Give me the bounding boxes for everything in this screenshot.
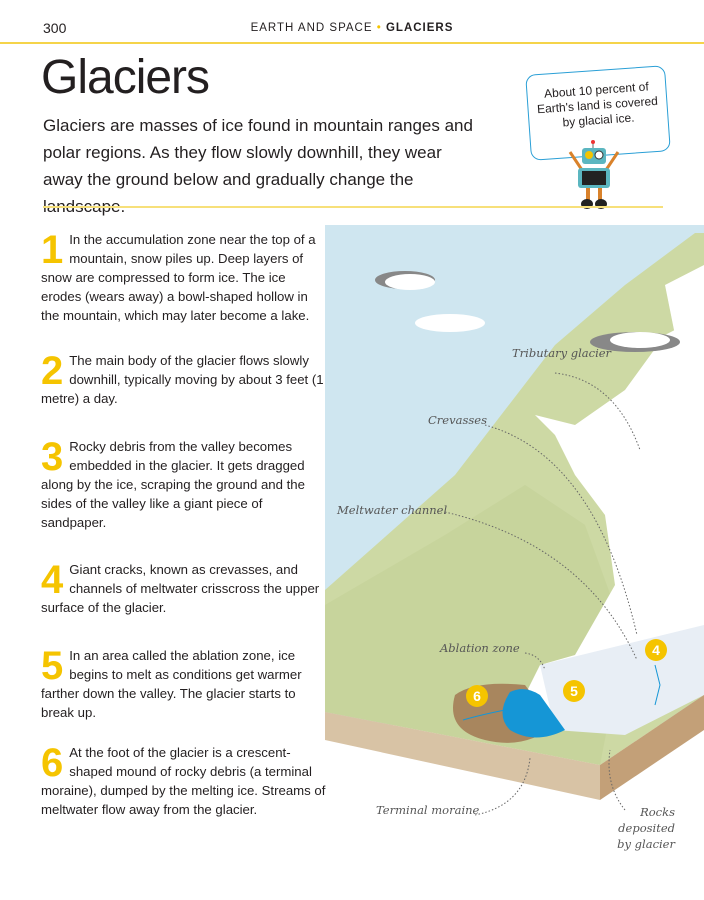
intro-rule <box>43 206 663 208</box>
step-text: Giant cracks, known as crevasses, and ch… <box>41 562 320 615</box>
ground-front-face <box>325 712 600 800</box>
label-rocks-deposited: Rocks deposited by glacier <box>617 805 675 851</box>
step-text: In an area called the ablation zone, ice… <box>41 648 302 720</box>
label-crevasses: Crevasses <box>428 413 487 427</box>
label-tributary-glacier: Tributary glacier <box>512 346 612 360</box>
running-header: EARTH AND SPACE • GLACIERS <box>0 22 704 34</box>
header-rule <box>0 42 704 44</box>
ground-side-face <box>600 695 704 800</box>
label-terminal-moraine: Terminal moraine <box>376 803 480 817</box>
intro-text: Glaciers are masses of ice found in moun… <box>43 116 473 216</box>
step-number: 5 <box>41 644 64 688</box>
topic-name: GLACIERS <box>385 22 454 34</box>
step-number: 1 <box>41 228 64 272</box>
label-meltwater-channel: Meltwater channel <box>337 503 448 517</box>
page-title: Glaciers <box>41 51 210 104</box>
page-number: 300 <box>43 20 67 36</box>
step-text: At the foot of the glacier is a crescent… <box>41 745 326 817</box>
step-number: 3 <box>41 435 64 479</box>
badge-6: 6 <box>466 685 488 707</box>
step-number: 4 <box>41 558 64 602</box>
section-name: EARTH AND SPACE <box>250 22 373 34</box>
step-text: The main body of the glacier flows slowl… <box>41 353 324 406</box>
glacier-illustration <box>325 225 704 816</box>
step-text: Rocky debris from the valley becomes emb… <box>41 439 305 530</box>
glacier-ice <box>520 315 704 735</box>
robot-icon <box>568 140 620 209</box>
separator: • <box>376 22 382 34</box>
step-number: 6 <box>41 741 64 785</box>
step-number: 2 <box>41 349 64 393</box>
badge-5: 5 <box>563 680 585 702</box>
meltwater-lake <box>502 689 565 738</box>
label-ablation-zone: Ablation zone <box>440 641 520 655</box>
step-text: In the accumulation zone near the top of… <box>41 232 316 323</box>
badge-4: 4 <box>645 639 667 661</box>
glacier-diagram: Tributary glacier Crevasses Meltwater ch… <box>325 225 704 865</box>
